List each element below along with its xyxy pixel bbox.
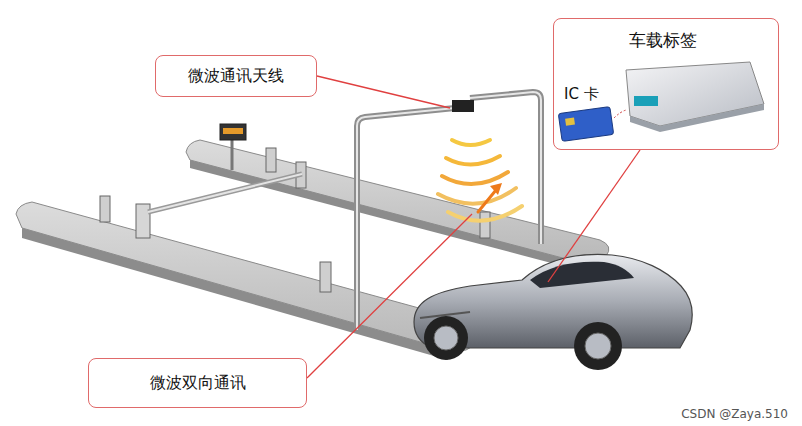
car — [414, 254, 692, 370]
part-name: IC 卡 — [564, 85, 599, 104]
callout-box: 微波双向通讯 — [88, 358, 307, 408]
callout-title: 车载标签 — [629, 29, 697, 52]
microwave-waves — [438, 140, 522, 221]
callout-title: 微波双向通讯 — [150, 373, 246, 394]
lower-island — [16, 202, 482, 360]
ic-card — [558, 107, 613, 142]
display-sign — [220, 124, 246, 170]
watermark: CSDN @Zaya.510 — [679, 407, 790, 421]
bollards — [100, 148, 490, 292]
leader-lines — [307, 76, 640, 378]
upper-island — [186, 140, 609, 270]
barrier-gate — [136, 174, 302, 238]
callout-title: 微波通讯天线 — [188, 66, 284, 87]
callout-box: 车载标签 IC 卡 — [553, 18, 779, 150]
onboard-unit-picture — [558, 62, 764, 141]
callout-box: 微波通讯天线 — [155, 55, 317, 97]
